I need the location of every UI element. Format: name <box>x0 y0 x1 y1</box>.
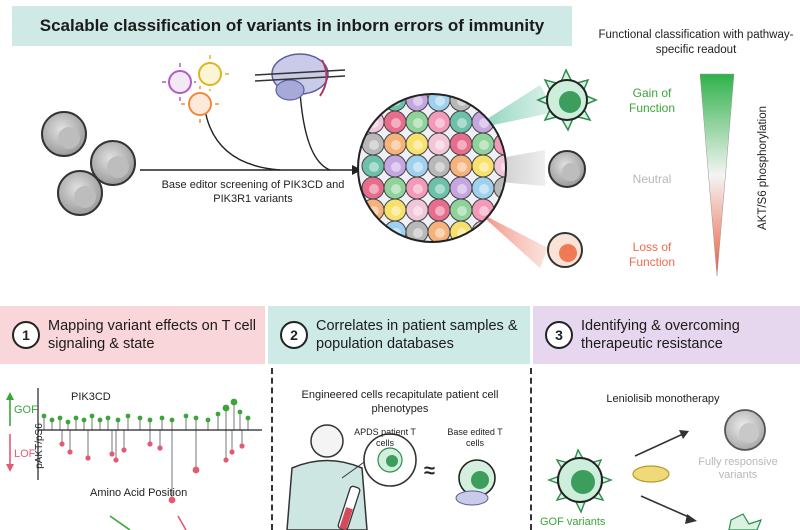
panel-2-header: 2 Correlates in patient samples & popula… <box>268 306 530 364</box>
neutral-label: Neutral <box>632 172 672 186</box>
panel-1-header: 1 Mapping variant effects on T cell sign… <box>0 306 265 364</box>
gof-variant-point <box>222 404 230 412</box>
gof-variant-point <box>105 415 111 421</box>
neutral-cell-icon <box>548 150 586 188</box>
virus-icon <box>162 55 229 123</box>
base-editor-icon <box>254 53 346 101</box>
gof-variant-point <box>205 417 211 423</box>
gof-variant-point <box>73 415 79 421</box>
gof-variant-point <box>183 413 189 419</box>
gof-variant-point <box>65 419 71 425</box>
lof-variant-point <box>229 449 235 455</box>
gof-variant-point <box>115 417 121 423</box>
lof-axis-label: LOF <box>14 448 36 460</box>
therapy-schematic <box>547 409 766 530</box>
readout-axis-label: AKT/S6 phosphorylation <box>757 105 769 231</box>
plot-gene-label: PIK3CD <box>71 391 111 403</box>
panel-title: Correlates in patient samples & populati… <box>316 318 518 352</box>
tube-icon <box>337 485 361 530</box>
lof-variant-point <box>59 441 65 447</box>
edited-cell-icon <box>455 459 496 506</box>
gof-label: Gain of Function <box>628 86 676 115</box>
title-banner: Scalable classification of variants in i… <box>12 6 572 46</box>
gof-variants-label: GOF variants <box>540 516 606 528</box>
screen-schematic <box>41 53 735 277</box>
arrow-icon <box>640 495 692 519</box>
readout-ramp <box>699 73 735 277</box>
drug-label: Leniolisib monotherapy <box>606 393 720 405</box>
gof-variant-point <box>97 417 103 423</box>
readout-heading: Functional classification with pathway-s… <box>598 29 794 56</box>
gof-variant-point <box>49 417 55 423</box>
pill-icon <box>632 465 670 483</box>
lof-variant-point <box>109 451 115 457</box>
panel-title: Identifying & overcoming therapeutic res… <box>581 318 740 352</box>
edited-label: Base edited T cells <box>447 427 503 448</box>
pooled-cell <box>471 220 495 242</box>
gof-variant-point <box>147 417 153 423</box>
panel-number: 3 <box>545 321 573 349</box>
gof-variant-point <box>230 398 238 406</box>
lof-variant-point <box>223 457 229 463</box>
lof-variant-point <box>192 466 200 474</box>
divider <box>530 368 532 530</box>
lof-variant-point <box>113 457 119 463</box>
panel-title: Mapping variant effects on T cell signal… <box>48 318 256 352</box>
gof-variant-point <box>125 413 131 419</box>
lof-cell-icon <box>547 232 583 268</box>
gof-variant-point <box>193 415 199 421</box>
gof-beam <box>470 85 555 130</box>
neutral-beam <box>500 150 545 186</box>
screen-caption: Base editor screening of PIK3CD and PIK3… <box>161 179 345 205</box>
arrow-icon <box>634 433 684 457</box>
variant-effect-plot <box>6 388 262 530</box>
pooled-cell <box>361 220 385 242</box>
divider <box>271 368 273 530</box>
gof-variant-point <box>57 415 63 421</box>
approx-symbol: ≈ <box>424 460 435 482</box>
lof-variant-point <box>168 496 176 504</box>
gof-variant-point <box>245 415 251 421</box>
input-cells <box>41 111 136 216</box>
lof-variant-point <box>67 449 73 455</box>
panel2-caption: Engineered cells recapitulate patient ce… <box>301 389 499 415</box>
responsive-label: Fully responsive variants <box>698 456 778 481</box>
patient-schematic <box>286 424 496 530</box>
lof-variant-point <box>157 445 163 451</box>
panel-number: 1 <box>12 321 40 349</box>
gof-variant-point <box>215 411 221 417</box>
gof-variant-point <box>81 417 87 423</box>
gof-variant-point <box>169 417 175 423</box>
lof-variant-point <box>147 441 153 447</box>
gof-variant-point <box>137 415 143 421</box>
apds-label: APDS patient T cells <box>354 427 416 448</box>
lof-beam <box>478 212 548 268</box>
panel-number: 2 <box>280 321 308 349</box>
lof-variant-point <box>121 447 127 453</box>
plot-ylabel: pAKT/pS6 <box>34 423 45 469</box>
lof-variant-point <box>85 455 91 461</box>
gof-cell-icon <box>536 68 598 132</box>
panel-3-header: 3 Identifying & overcoming therapeutic r… <box>533 306 800 364</box>
lof-variant-point <box>239 443 245 449</box>
gof-variant-point <box>41 413 47 419</box>
page-title: Scalable classification of variants in i… <box>39 16 545 35</box>
lof-label: Loss of Function <box>628 240 676 269</box>
responsive-cell-icon <box>724 409 766 451</box>
plot-xlabel: Amino Acid Position <box>90 487 188 499</box>
pooled-cell <box>361 94 385 112</box>
gof-axis-label: GOF <box>14 404 38 416</box>
gof-variant-point <box>237 409 243 415</box>
gof-variant-point <box>159 415 165 421</box>
gof-variant-point <box>89 413 95 419</box>
gof-cell-icon <box>547 448 613 514</box>
